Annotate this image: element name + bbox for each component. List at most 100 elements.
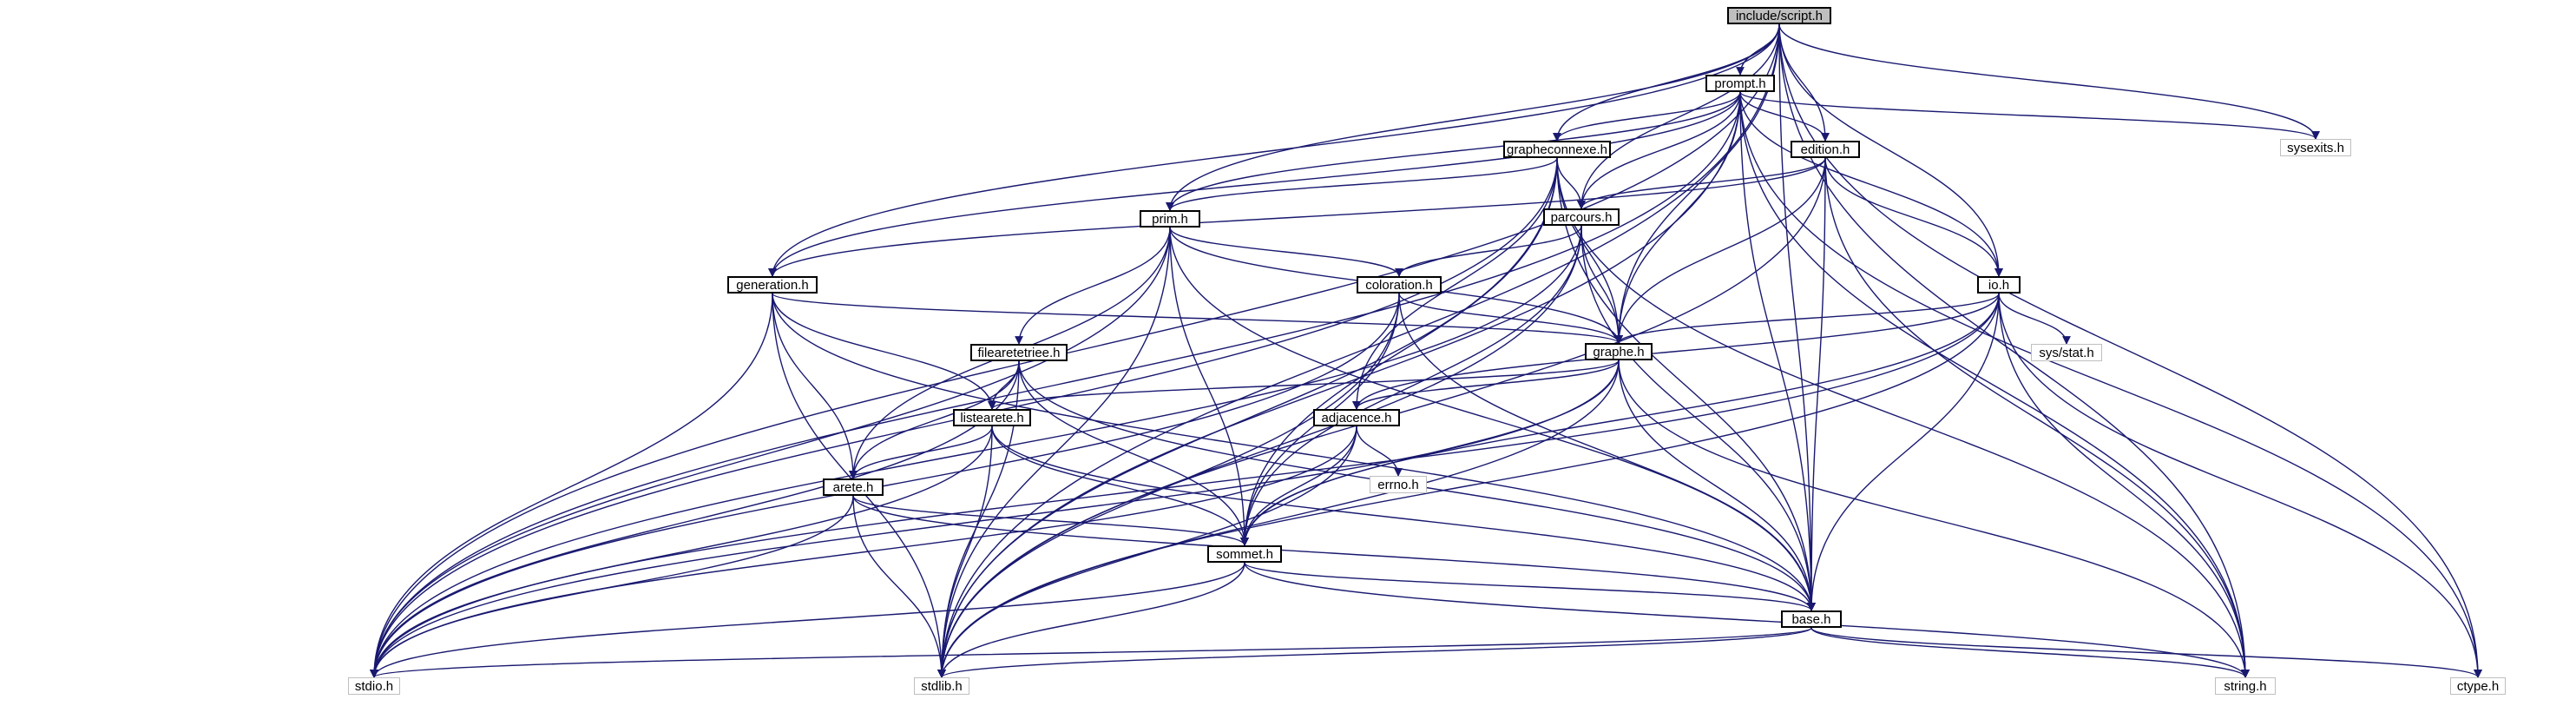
node-string: string.h <box>2215 677 2276 695</box>
edge-generation-to-stdio <box>370 293 773 678</box>
edge-script-to-ctype <box>1778 23 2482 678</box>
edge-base-to-ctype <box>1810 627 2482 678</box>
edge-generation-to-arete <box>772 293 858 479</box>
edge-listearete-to-sommet <box>991 426 1249 546</box>
edge-adjacence-to-errno <box>1356 426 1403 477</box>
edge-edition-to-base <box>1807 157 1826 611</box>
node-script[interactable]: include/script.h <box>1727 7 1831 24</box>
edge-prim-to-coloration <box>1169 227 1403 277</box>
node-ctype: ctype.h <box>2450 677 2506 695</box>
edge-script-to-prim <box>1166 23 1780 211</box>
edge-prompt-to-ctype <box>1739 91 2482 678</box>
edge-coloration-to-base <box>1398 293 1816 611</box>
edge-parcours-to-coloration <box>1395 225 1582 277</box>
node-errno: errno.h <box>1370 476 1427 493</box>
node-grapheconnexe[interactable]: grapheconnexe.h <box>1503 141 1611 158</box>
edge-script-to-stdio <box>370 23 1780 678</box>
edge-filearetetriee-to-arete <box>849 360 1020 479</box>
edge-script-to-generation <box>768 23 1780 277</box>
edge-prim-to-base <box>1169 227 1816 611</box>
edge-adjacence-to-stdlib <box>937 426 1357 678</box>
edge-prompt-to-stdio <box>370 91 1741 678</box>
edge-prompt-to-parcours <box>1577 91 1741 209</box>
edge-graphe-to-string <box>1618 360 2250 678</box>
edge-graphe-to-stdlib <box>937 360 1620 678</box>
edge-adjacence-to-sommet <box>1240 426 1357 546</box>
edge-edition-to-parcours <box>1577 157 1826 209</box>
node-coloration[interactable]: coloration.h <box>1357 276 1442 294</box>
edge-script-to-base <box>1778 23 1816 611</box>
node-prim[interactable]: prim.h <box>1140 210 1200 228</box>
edge-prompt-to-io <box>1739 91 2003 277</box>
node-generation[interactable]: generation.h <box>727 276 818 294</box>
edge-base-to-stdlib <box>937 627 1812 678</box>
edge-prompt-to-base <box>1739 91 1816 611</box>
edge-parcours-to-graphe <box>1580 225 1623 344</box>
edge-script-to-parcours <box>1577 23 1780 209</box>
edge-generation-to-base <box>772 293 1816 611</box>
edge-generation-to-graphe <box>772 293 1623 344</box>
edge-grapheconnexe-to-prim <box>1166 157 1558 211</box>
node-io[interactable]: io.h <box>1977 276 2021 294</box>
edge-graphe-to-base <box>1618 360 1816 611</box>
edge-prim-to-sommet <box>1169 227 1249 546</box>
edge-io-to-graphe <box>1614 293 2000 344</box>
edge-prim-to-stdio <box>370 227 1171 678</box>
node-adjacence[interactable]: adjacence.h <box>1313 409 1400 426</box>
edge-listearete-to-arete <box>849 426 993 479</box>
edge-io-to-sysstat <box>1998 293 2071 345</box>
edge-arete-to-stdlib <box>852 495 946 678</box>
edge-prompt-to-edition <box>1739 91 1830 142</box>
edge-io-to-string <box>1998 293 2250 678</box>
node-stdio: stdio.h <box>348 677 400 695</box>
node-prompt[interactable]: prompt.h <box>1705 75 1775 92</box>
edge-parcours-to-stdio <box>370 225 1582 678</box>
edge-coloration-to-stdlib <box>937 293 1400 678</box>
edge-listearete-to-stdio <box>370 426 993 678</box>
edge-sommet-to-stdio <box>370 562 1245 678</box>
edge-coloration-to-stdio <box>370 293 1400 678</box>
edge-grapheconnexe-to-string <box>1556 157 2250 678</box>
node-edition[interactable]: edition.h <box>1791 141 1860 158</box>
edge-generation-to-listearete <box>772 293 996 410</box>
edge-arete-to-sommet <box>852 495 1249 546</box>
node-base[interactable]: base.h <box>1781 610 1842 628</box>
edge-graphe-to-stdio <box>370 360 1620 678</box>
edge-layer <box>370 23 2482 678</box>
node-parcours[interactable]: parcours.h <box>1543 208 1620 226</box>
edge-io-to-stdio <box>370 293 2000 678</box>
edge-script-to-edition <box>1778 23 1830 142</box>
node-arete[interactable]: arete.h <box>823 478 884 496</box>
edge-coloration-to-graphe <box>1398 293 1623 344</box>
edge-prim-to-filearetetriee <box>1015 227 1171 345</box>
node-listearete[interactable]: listearete.h <box>953 409 1031 426</box>
edge-sommet-to-string <box>1244 562 2250 678</box>
edge-grapheconnexe-to-graphe <box>1556 157 1623 344</box>
node-filearetetriee[interactable]: filearetetriee.h <box>970 344 1068 361</box>
edge-script-to-io <box>1778 23 2003 277</box>
edge-grapheconnexe-to-base <box>1556 157 1816 611</box>
node-sysexits: sysexits.h <box>2280 139 2351 156</box>
edge-sommet-to-stdlib <box>937 562 1245 678</box>
edge-prompt-to-string <box>1739 91 2250 678</box>
edge-graphe-to-listearete <box>988 360 1620 410</box>
edge-prompt-to-grapheconnexe <box>1553 91 1741 142</box>
node-sysstat: sys/stat.h <box>2031 344 2102 361</box>
edge-edition-to-string <box>1824 157 2250 678</box>
node-graphe[interactable]: graphe.h <box>1585 343 1653 360</box>
edge-io-to-ctype <box>1998 293 2482 678</box>
node-stdlib: stdlib.h <box>914 677 969 695</box>
edge-io-to-base <box>1807 293 2000 611</box>
edge-edition-to-generation <box>768 157 1826 277</box>
edge-edition-to-graphe <box>1614 157 1826 344</box>
edge-arete-to-base <box>852 495 1816 611</box>
edge-script-to-sysexits <box>1778 23 2320 140</box>
edge-listearete-to-base <box>991 426 1816 611</box>
edge-parcours-to-base <box>1580 225 1816 611</box>
edge-prompt-to-prim <box>1166 91 1741 211</box>
edge-edition-to-io <box>1824 157 2003 277</box>
node-sommet[interactable]: sommet.h <box>1207 545 1282 563</box>
edge-listearete-to-stdlib <box>937 426 993 678</box>
edge-io-to-adjacence <box>1352 293 2000 410</box>
